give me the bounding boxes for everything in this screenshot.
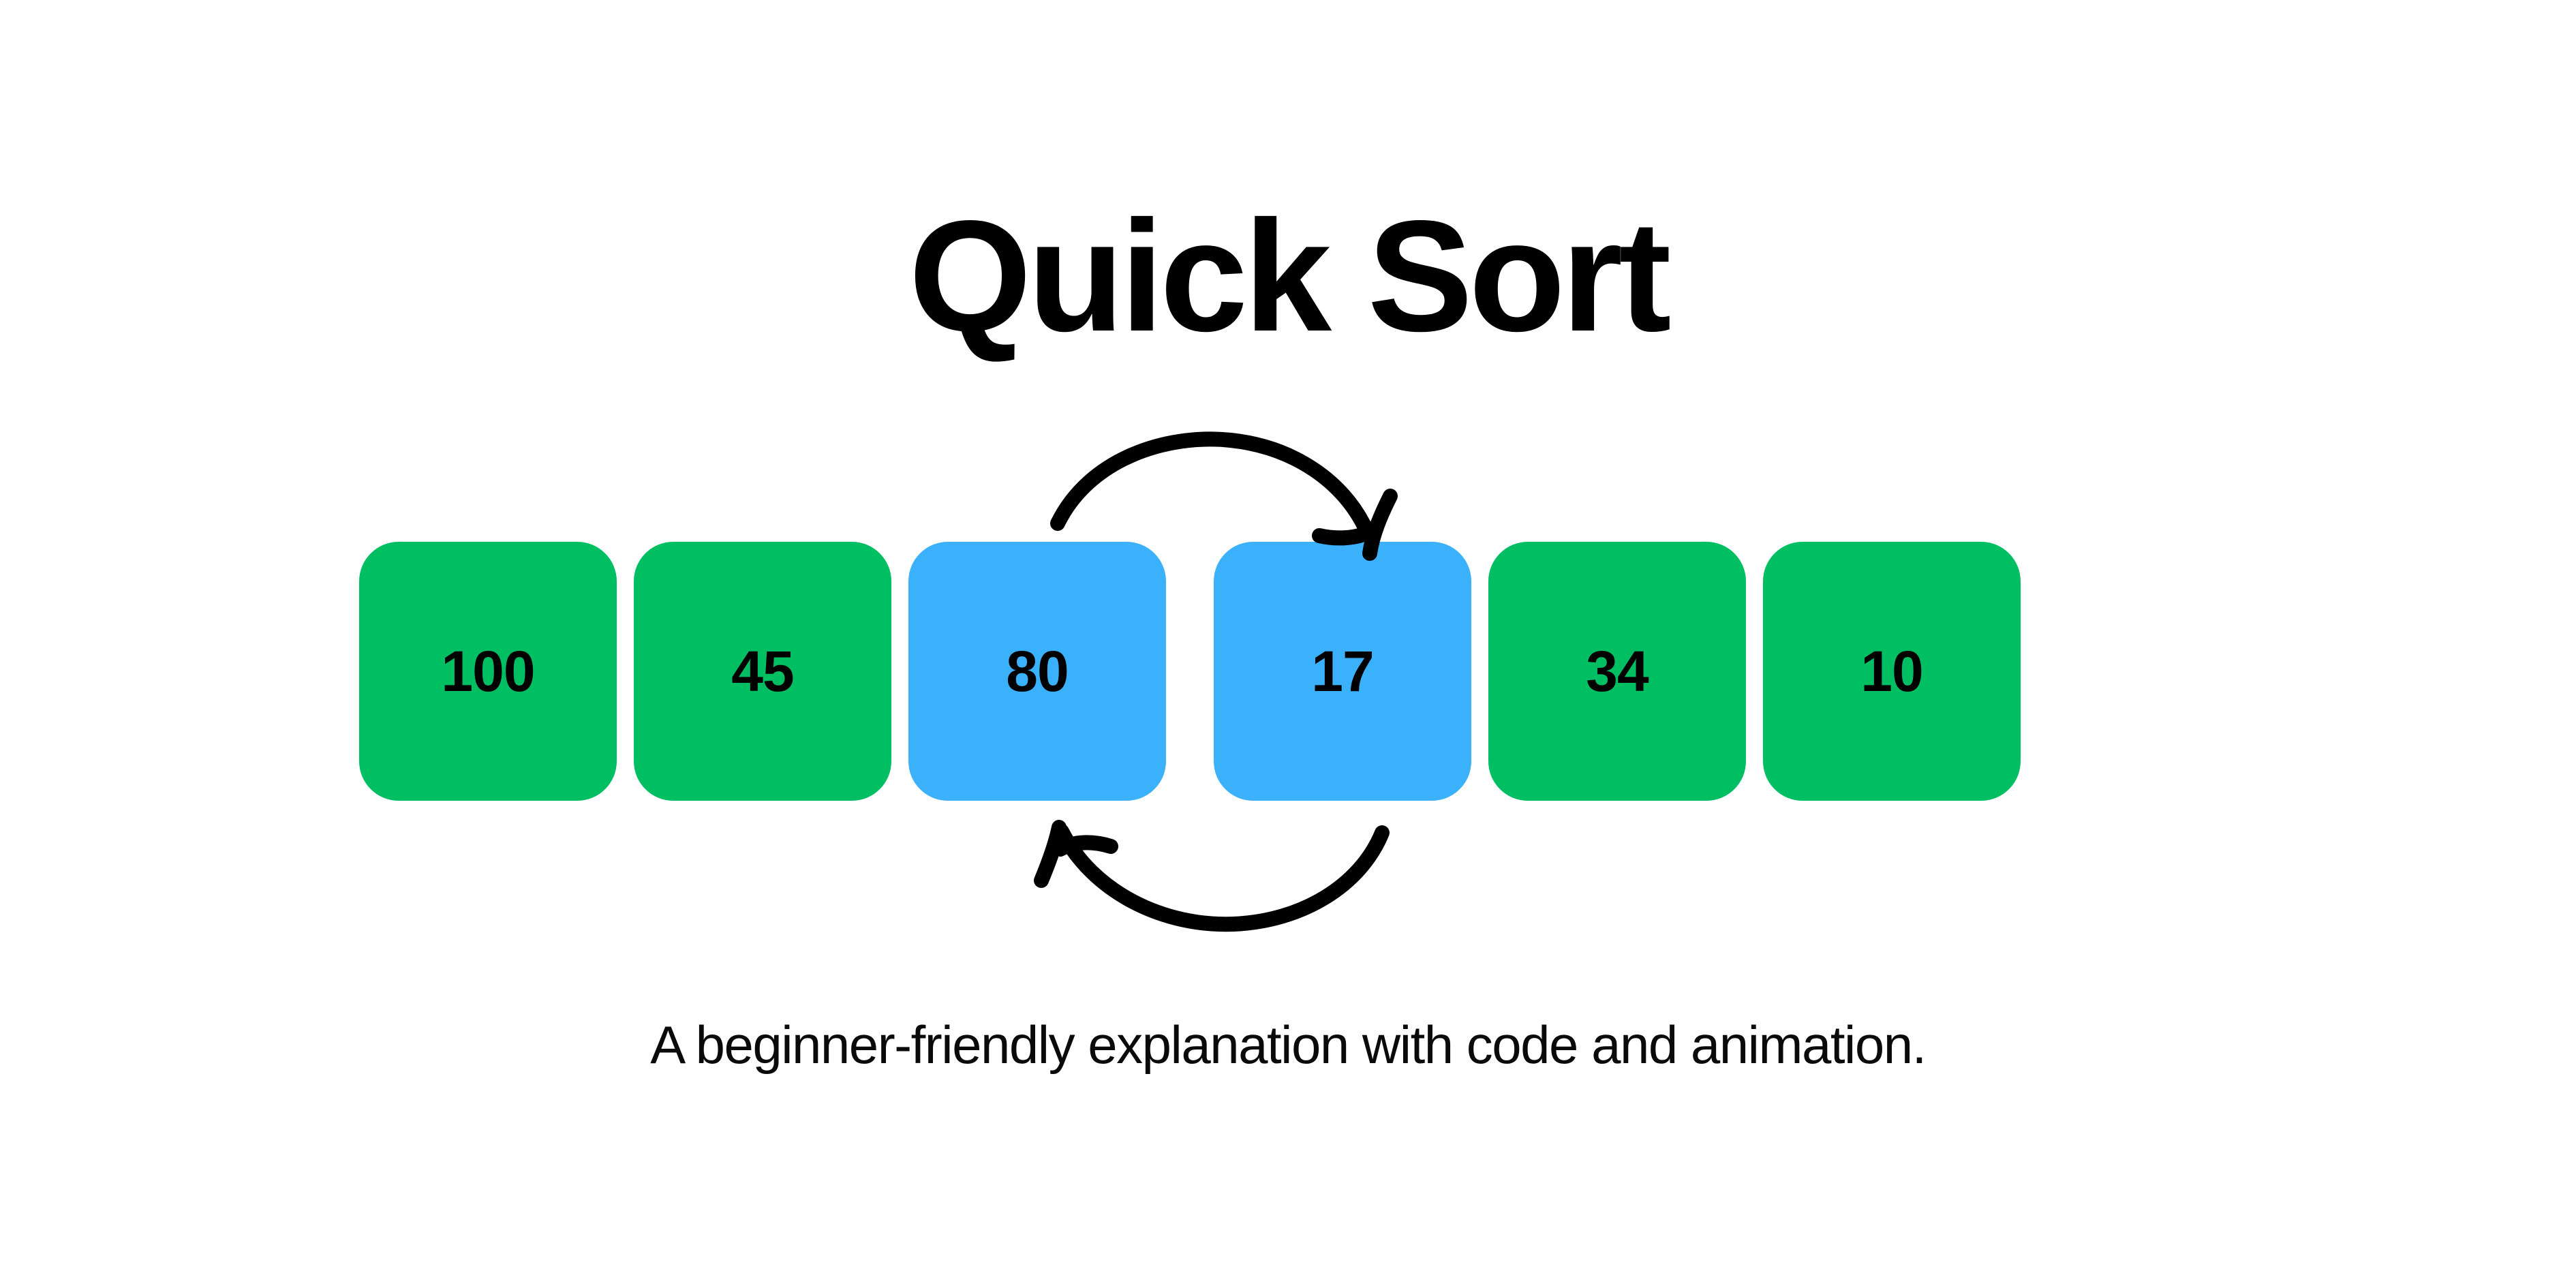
array-cell-value: 10: [1860, 639, 1923, 703]
page-subtitle: A beginner-friendly explanation with cod…: [650, 1015, 1927, 1075]
array-cell-value: 80: [1006, 639, 1069, 703]
array-cell-value: 34: [1586, 639, 1649, 703]
array-visualization: 100 45 80 17 34 10: [359, 542, 2077, 801]
swap-arrow-bottom: [1034, 820, 1390, 932]
page-title: Quick Sort: [908, 188, 1671, 365]
array-cell-2[interactable]: 80: [908, 542, 1166, 801]
array-cell-0[interactable]: 100: [359, 542, 617, 801]
array-cell-value: 45: [731, 639, 794, 703]
array-cell-value: 100: [441, 639, 535, 703]
array-cell-4[interactable]: 34: [1488, 542, 1746, 801]
array-cell-value: 17: [1311, 639, 1374, 703]
array-cell-5[interactable]: 10: [1763, 542, 2021, 801]
swap-arrow-top: [1050, 431, 1398, 561]
array-cell-3[interactable]: 17: [1214, 542, 1471, 801]
array-cell-1[interactable]: 45: [634, 542, 891, 801]
